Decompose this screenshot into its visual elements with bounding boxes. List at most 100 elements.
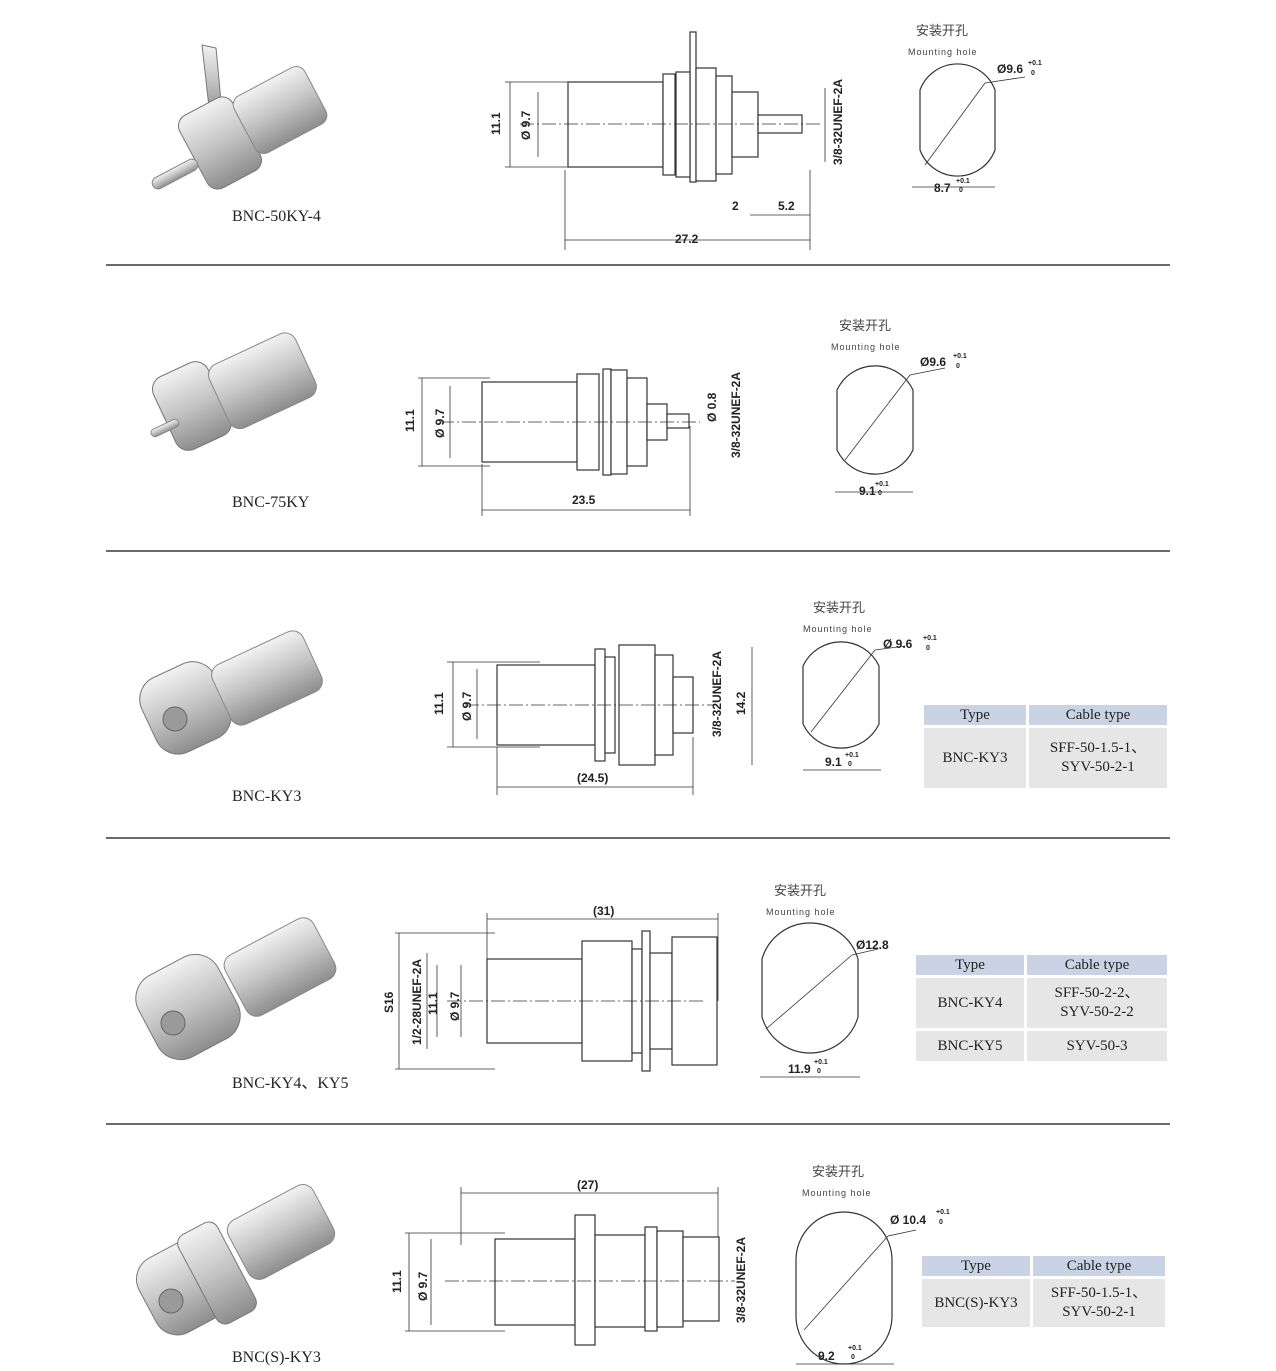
header-cable-type: Cable type [1027, 955, 1167, 975]
cell-cable: SFF-50-1.5-1、 SYV-50-2-1 [1029, 728, 1167, 788]
hole-flat: 8.7 [934, 181, 951, 195]
mounting-hole-drawing: 安装开孔 Mounting hole Ø9.6 +0.1 0 8.7 +0.1 … [908, 24, 1042, 195]
dim-height: 11.1 [403, 409, 417, 432]
dimension-drawing: 11.1 Ø 9.7 Ø 0.8 3/8-32UNEF-2A 23.5 [403, 368, 743, 516]
hole-flat-tol-top: +0.1 [956, 178, 970, 185]
hole-diameter: Ø9.6 [920, 355, 946, 369]
hole-tol-bot: 0 [926, 645, 930, 652]
table-row: BNC-KY5 SYV-50-3 [916, 1031, 1167, 1061]
product-photo-bnc-ky4 [135, 917, 337, 1061]
dim-thread: 1/2-28UNEF-2A [410, 959, 424, 1045]
hole-diameter: Ø 9.6 [883, 637, 913, 651]
dim-diameter: Ø 9.7 [448, 991, 462, 1021]
mounting-hole-drawing: 安装开孔 Mounting hole Ø 9.6 +0.1 0 9.1 +0.1… [802, 601, 937, 771]
dim-height: 11.1 [432, 692, 446, 715]
mounting-hole-en: Mounting hole [803, 624, 873, 634]
product-photo-bnc-s-ky3 [136, 1184, 336, 1336]
hole-tol-top: +0.1 [953, 353, 967, 360]
mounting-hole-drawing: 安装开孔 Mounting hole Ø 10.4 +0.1 0 9.2 +0.… [795, 1165, 950, 1365]
cable-line: SFF-50-2-2、 [1054, 985, 1140, 1001]
hole-flat-tol-top: +0.1 [875, 481, 889, 488]
cell-type: BNC-KY4 [916, 978, 1024, 1028]
mounting-hole-cn: 安装开孔 [839, 319, 891, 334]
product-photo-bnc-75ky [150, 332, 317, 451]
dim-diameter: Ø 9.7 [433, 408, 447, 438]
mounting-hole-cn: 安装开孔 [813, 601, 865, 616]
hole-tol-bot: 0 [939, 1219, 943, 1226]
header-type: Type [924, 705, 1026, 725]
hole-tol-top: +0.1 [936, 1209, 950, 1216]
product-photo-bnc-ky3 [139, 630, 323, 755]
hole-tol-bot: 0 [956, 363, 960, 370]
product-section-bnc-75ky: BNC-75KY 11.1 Ø 9.7 Ø 0.8 3/8-32UNEF-2A … [0, 266, 1276, 552]
hole-flat: 9.1 [825, 755, 842, 769]
dimension-drawing: 11.1 Ø 9.7 3/8-32UNEF-2A 14.2 (24.5) [432, 644, 753, 795]
cable-line: SYV-50-2-1 [1061, 759, 1135, 775]
header-type: Type [922, 1256, 1030, 1276]
mounting-hole-drawing: 安装开孔 Mounting hole Ø12.8 11.9 +0.1 0 [760, 884, 889, 1078]
header-cable-type: Cable type [1033, 1256, 1165, 1276]
dim-length: (31) [593, 904, 614, 918]
dim-hex: 14.2 [734, 691, 748, 715]
dim-height: 11.1 [489, 112, 503, 135]
dim-height: 11.1 [426, 992, 440, 1015]
dim-diameter: Ø 9.7 [460, 691, 474, 721]
model-name: BNC-KY4、KY5 [232, 1075, 349, 1092]
header-type: Type [916, 955, 1024, 975]
hole-flat: 9.1 [859, 484, 876, 498]
section-divider [106, 1123, 1170, 1125]
hole-diameter: Ø12.8 [856, 938, 889, 952]
dim-d1: 2 [732, 199, 739, 213]
mounting-hole-en: Mounting hole [908, 47, 978, 57]
model-name: BNC-75KY [232, 494, 310, 511]
product-section-bnc-50ky-4: BNC-50KY-4 11.1 Ø 9.7 3/8-32UNEF-2A 2 5.… [0, 0, 1276, 266]
cell-cable: SYV-50-3 [1027, 1031, 1167, 1061]
dim-length: 27.2 [675, 232, 699, 246]
dimension-drawing: (31) S16 1/2-28UNEF-2A 11.1 Ø 9.7 [382, 904, 719, 1072]
hole-diameter: Ø9.6 [997, 62, 1023, 76]
dim-length: (27) [577, 1178, 598, 1192]
cell-type: BNC(S)-KY3 [922, 1279, 1030, 1327]
table-row: BNC-KY4 SFF-50-2-2、 SYV-50-2-2 [916, 978, 1167, 1028]
section-divider [106, 550, 1170, 552]
hole-flat-tol-bot: 0 [851, 1354, 855, 1361]
cable-type-table: Type Cable type BNC-KY4 SFF-50-2-2、 SYV-… [913, 952, 1170, 1064]
hole-flat-tol-bot: 0 [848, 761, 852, 768]
cable-line: SFF-50-1.5-1、 [1050, 1285, 1148, 1301]
table-row: BNC(S)-KY3 SFF-50-1.5-1、 SYV-50-2-1 [922, 1279, 1165, 1327]
hole-flat: 11.9 [788, 1062, 811, 1076]
mounting-hole-en: Mounting hole [766, 907, 836, 917]
section-divider [106, 837, 1170, 839]
cable-type-table: Type Cable type BNC(S)-KY3 SFF-50-1.5-1、… [919, 1253, 1168, 1330]
hole-flat-tol-bot: 0 [817, 1068, 821, 1075]
cell-cable: SFF-50-1.5-1、 SYV-50-2-1 [1033, 1279, 1165, 1327]
hole-flat-tol-top: +0.1 [845, 752, 859, 759]
cable-line: SYV-50-3 [1066, 1037, 1128, 1054]
dim-height: 11.1 [390, 1270, 404, 1293]
product-photo-bnc-50ky-4 [151, 44, 328, 190]
cable-line: SFF-50-1.5-1、 [1049, 740, 1147, 756]
dim-d2: 5.2 [778, 199, 795, 213]
hole-tol-top: +0.1 [1028, 60, 1042, 67]
header-cable-type: Cable type [1029, 705, 1167, 725]
hole-flat-tol-top: +0.1 [848, 1345, 862, 1352]
model-name: BNC-50KY-4 [232, 208, 321, 225]
cable-type-table: Type Cable type BNC-KY3 SFF-50-1.5-1、 SY… [921, 702, 1170, 791]
cell-type: BNC-KY5 [916, 1031, 1024, 1061]
mounting-hole-drawing: 安装开孔 Mounting hole Ø9.6 +0.1 0 9.1 +0.1 … [831, 319, 967, 498]
dim-diameter: Ø 9.7 [416, 1271, 430, 1301]
cable-line: SYV-50-2-2 [1060, 1004, 1134, 1020]
hole-flat: 9.2 [818, 1349, 835, 1363]
dim-thread: 3/8-32UNEF-2A [734, 1237, 748, 1323]
product-section-bnc-s-ky3: BNC(S)-KY3 (27) 11.1 Ø 9.7 3/8-32UNEF-2A… [0, 1125, 1276, 1371]
cell-cable: SFF-50-2-2、 SYV-50-2-2 [1027, 978, 1167, 1028]
dimension-drawing: 11.1 Ø 9.7 3/8-32UNEF-2A 2 5.2 27.2 [489, 31, 845, 250]
dim-length: (24.5) [577, 771, 608, 785]
cable-line: SYV-50-2-1 [1062, 1304, 1136, 1320]
hole-flat-tol-top: +0.1 [814, 1059, 828, 1066]
section-divider [106, 264, 1170, 266]
dim-s: S16 [382, 991, 396, 1013]
model-name: BNC-KY3 [232, 788, 302, 805]
hole-tol-top: +0.1 [923, 635, 937, 642]
dim-length: 23.5 [572, 493, 596, 507]
